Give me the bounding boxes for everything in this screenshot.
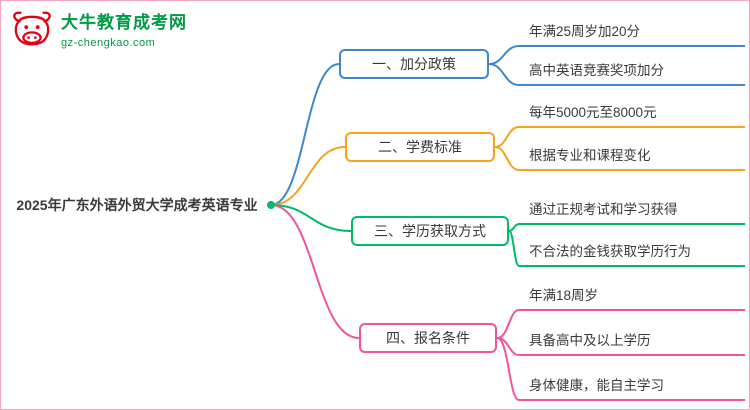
site-name: 大牛教育成考网 [61,13,187,32]
branch-node-registration-requirements: 四、报名条件 [359,323,497,353]
site-logo[interactable]: 大牛教育成考网 gz-chengkao.com [9,7,187,53]
mindmap-root-node: 2025年广东外语外贸大学成考英语专业 [16,197,258,213]
logo-text: 大牛教育成考网 gz-chengkao.com [61,7,187,51]
leaf-node: 通过正规考试和学习获得 [519,197,745,225]
site-url: gz-chengkao.com [61,37,156,49]
leaf-node: 根据专业和课程变化 [519,143,745,171]
leaf-node: 高中英语竞赛奖项加分 [519,58,745,86]
branch-node-tuition-standard: 二、学费标准 [345,132,495,162]
leaf-node: 年满25周岁加20分 [519,19,745,47]
leaf-node: 具备高中及以上学历 [519,328,745,356]
bull-logo-icon [13,11,51,46]
branch-node-bonus-policy: 一、加分政策 [339,49,489,79]
root-junction-dot [267,201,275,209]
leaf-node: 年满18周岁 [519,283,745,311]
branch-node-degree-method: 三、学历获取方式 [351,216,509,246]
leaf-node: 身体健康，能自主学习 [519,373,745,401]
leaf-node: 不合法的金钱获取学历行为 [519,239,745,267]
leaf-node: 每年5000元至8000元 [519,100,745,128]
